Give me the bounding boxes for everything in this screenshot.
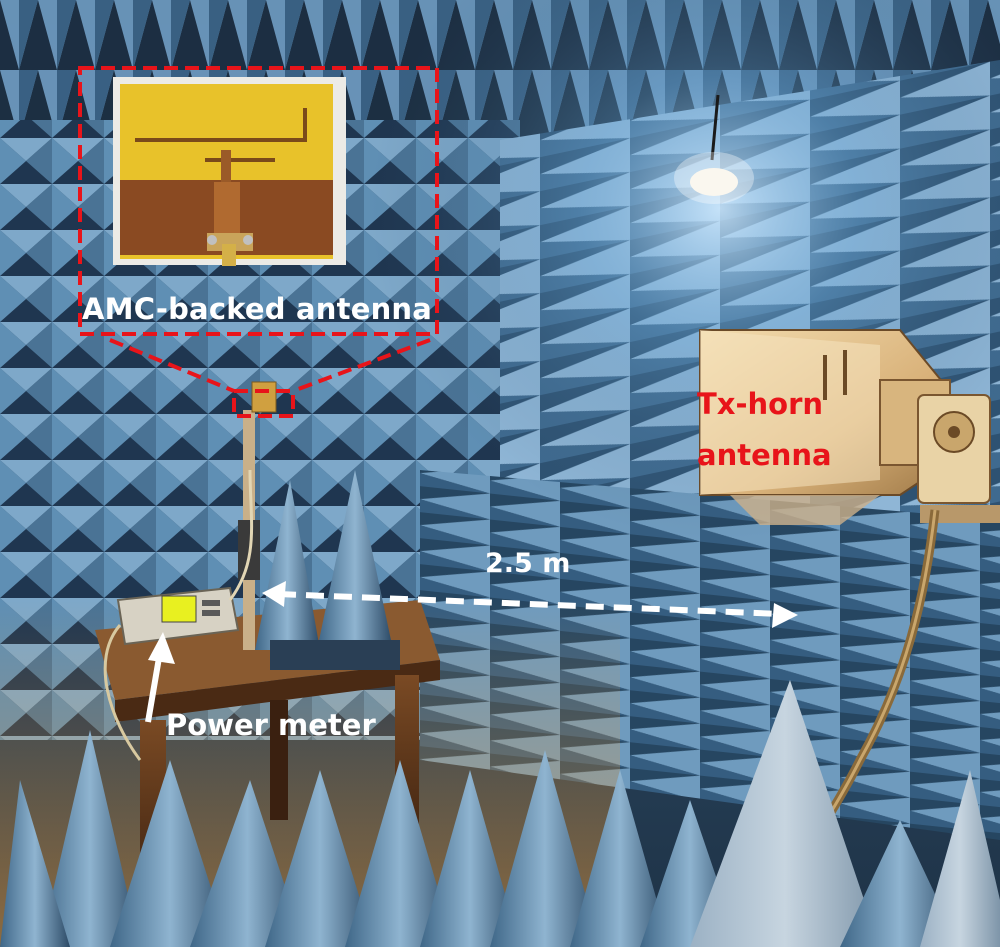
ceiling-lamp <box>674 94 754 204</box>
power-meter-label: Power meter <box>166 708 376 742</box>
foreground-absorbers <box>0 680 1000 947</box>
table-absorber-cone <box>318 470 392 645</box>
distance-label: 2.5 m <box>485 548 571 579</box>
tx-horn-antenna <box>699 329 1000 525</box>
power-meter-device <box>103 469 254 761</box>
distance-arrow-icon <box>262 581 798 628</box>
amc-antenna-inset <box>113 77 346 266</box>
tx-horn-label-line2: antenna <box>697 438 832 472</box>
tx-horn-label-line1: Tx-horn <box>697 387 824 421</box>
callout-inset-frame <box>78 66 439 336</box>
up-arrow-icon <box>145 632 175 723</box>
callout-target-box <box>232 389 295 418</box>
callout-box <box>78 66 439 418</box>
table-absorber-cone <box>255 480 320 650</box>
inset-antenna-label: AMC-backed antenna <box>82 292 433 326</box>
